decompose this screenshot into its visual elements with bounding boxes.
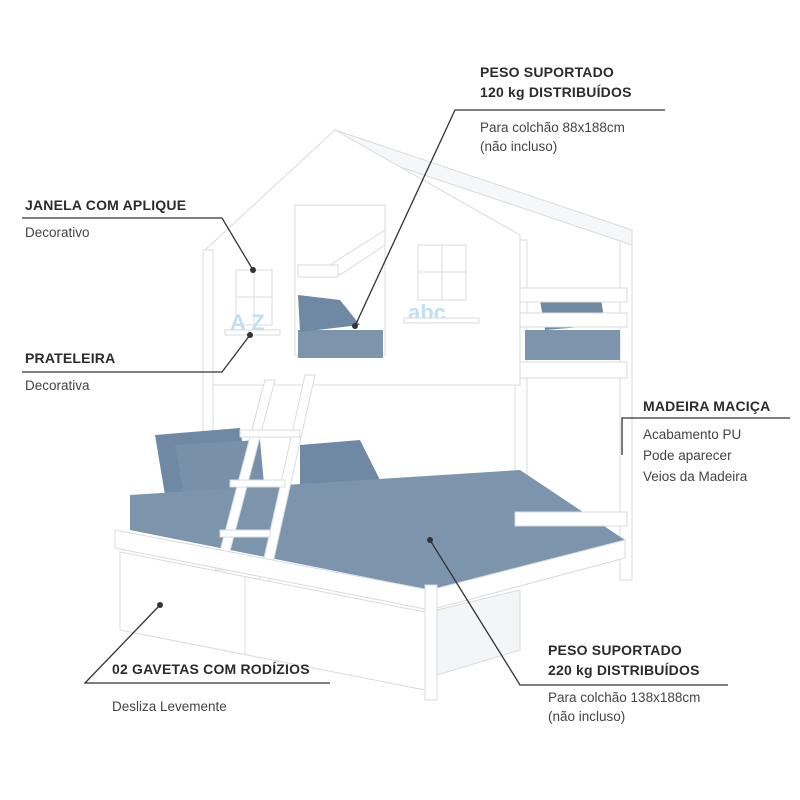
- callout-top-weight: PESO SUPORTADO 120 kg DISTRIBUÍDOS Para …: [480, 62, 632, 156]
- shelf: [403, 317, 480, 324]
- guard-rail: [514, 287, 628, 303]
- drawer-side: [436, 589, 521, 676]
- left-window: A Z: [224, 269, 281, 336]
- callout-title: 120 kg DISTRIBUÍDOS: [480, 84, 632, 100]
- callout-text: Pode aparecer: [643, 448, 732, 463]
- inner-rail: [297, 264, 339, 278]
- callout-title: PRATELEIRA: [25, 350, 116, 366]
- callout-text: Decorativa: [25, 378, 90, 393]
- bottom-mattress: [130, 470, 625, 590]
- drawers: [119, 551, 426, 691]
- callout-text: Decorativo: [25, 225, 90, 240]
- callout-title: JANELA COM APLIQUE: [25, 197, 187, 213]
- callout-drawers: 02 GAVETAS COM RODÍZIOS Desliza Levement…: [112, 659, 310, 716]
- guard-rail: [514, 312, 628, 328]
- callout-text: (não incluso): [548, 709, 626, 724]
- guard-rail: [514, 361, 628, 379]
- callout-title: 02 GAVETAS COM RODÍZIOS: [112, 661, 310, 677]
- callout-text: (não incluso): [480, 139, 558, 154]
- callout-shelf: PRATELEIRA Decorativa: [25, 348, 115, 395]
- callout-title: PESO SUPORTADO: [480, 64, 615, 80]
- callout-text: Para colchão 138x188cm: [548, 690, 701, 705]
- callout-dots: [157, 267, 433, 608]
- lower-rail: [514, 511, 628, 527]
- front-post: [424, 584, 438, 701]
- right-front-post: [619, 234, 633, 581]
- callout-title: PESO SUPORTADO: [548, 642, 683, 658]
- callout-lines: [22, 109, 790, 686]
- callout-title: MADEIRA MACIÇA: [643, 398, 771, 414]
- callout-text: Para colchão 88x188cm: [480, 120, 625, 135]
- pillow: [298, 295, 360, 332]
- right-window: abc: [403, 244, 480, 325]
- callout-text: Acabamento PU: [643, 427, 742, 442]
- callout-text: Desliza Levemente: [112, 699, 227, 714]
- callout-window: JANELA COM APLIQUE Decorativo: [25, 195, 186, 242]
- callout-text: Veios da Madeira: [643, 469, 748, 484]
- callout-bottom-weight: PESO SUPORTADO 220 kg DISTRIBUÍDOS Para …: [548, 640, 700, 726]
- ladder: [214, 374, 316, 586]
- top-mattress: [298, 330, 383, 358]
- top-mattress-side: [525, 330, 620, 360]
- callout-wood: MADEIRA MACIÇA Acabamento PU Pode aparec…: [643, 396, 771, 487]
- callout-title: 220 kg DISTRIBUÍDOS: [548, 662, 700, 678]
